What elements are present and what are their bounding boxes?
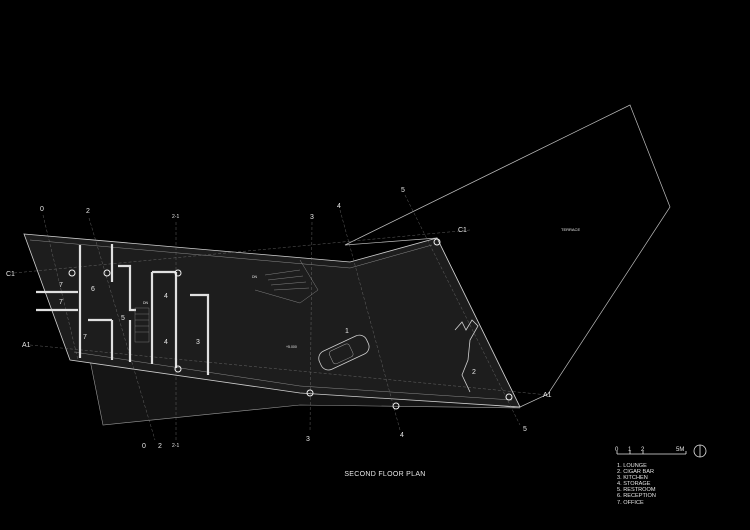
room-number-5: 5: [121, 315, 125, 322]
scale-tick-0: 0: [615, 447, 619, 453]
scale-tick-1: 1: [628, 447, 632, 453]
legend-item: 2. CIGAR BAR: [617, 469, 654, 476]
grid-label-0-top: 0: [40, 206, 44, 213]
grid-label-3-top: 3: [310, 214, 314, 221]
scale-tick-2: 2: [641, 447, 645, 453]
grid-lines: [13, 194, 549, 441]
stair-west: [134, 307, 150, 343]
stair-label-dn-2: DN: [143, 301, 149, 305]
column-markers: [68, 238, 513, 410]
grid-label-5-bottom: 5: [523, 426, 527, 433]
grid-label-2-1-top: 2-1: [172, 214, 179, 220]
grid-label-a1-left: A1: [22, 342, 31, 349]
interior-walls: [36, 244, 210, 375]
grid-label-2-1-bottom: 2-1: [172, 443, 179, 449]
room-number-4b: 4: [164, 339, 168, 346]
inner-wall-line: [29, 239, 433, 269]
grid-label-2-bottom: 2: [158, 443, 162, 450]
stair-label-dn-1: DN: [252, 275, 258, 279]
legend-item: 3. KITCHEN: [617, 475, 648, 482]
room-number-6: 6: [91, 286, 95, 293]
grid-label-4-top: 4: [337, 203, 341, 210]
room-number-7c: 7: [83, 334, 87, 341]
room-legend: 1. LOUNGE 2. CIGAR BAR 3. KITCHEN 4. STO…: [617, 463, 656, 506]
grid-label-c1-left: C1: [6, 271, 15, 278]
stair-lounge: [254, 259, 319, 304]
inner-wall-line-bottom: [73, 351, 513, 401]
level-label: +5.000: [286, 345, 297, 349]
room-number-1: 1: [345, 328, 349, 335]
north-arrow-icon: [693, 444, 707, 458]
room-number-7b: 7: [59, 299, 63, 306]
grid-label-3-bottom: 3: [306, 436, 310, 443]
legend-item: 1. LOUNGE: [617, 463, 647, 469]
room-number-3: 3: [196, 339, 200, 346]
grid-label-2-top: 2: [86, 208, 90, 215]
terrace-label: TERRACE: [561, 227, 580, 232]
legend-item: 6. RECEPTION: [617, 493, 656, 500]
zigzag-partition: [454, 319, 479, 393]
grid-label-5-top: 5: [401, 187, 405, 194]
scale-bar: [616, 451, 687, 455]
building-floor: [23, 233, 521, 408]
legend-item: 4. STORAGE: [617, 481, 651, 488]
room-number-4a: 4: [164, 293, 168, 300]
car-figure: [318, 334, 370, 371]
room-number-2: 2: [472, 369, 476, 376]
room-number-7a: 7: [59, 282, 63, 289]
grid-label-c1-right: C1: [458, 227, 467, 234]
legend-item: 7. OFFICE: [617, 499, 644, 506]
grid-label-0-bottom: 0: [142, 443, 146, 450]
grid-label-4-bottom: 4: [400, 432, 404, 439]
grid-label-a1-right: A1: [543, 392, 552, 399]
drawing-title: SECOND FLOOR PLAN: [344, 471, 426, 478]
scale-tick-5m: 5M: [676, 447, 685, 453]
legend-item: 5. RESTROOM: [617, 487, 656, 494]
